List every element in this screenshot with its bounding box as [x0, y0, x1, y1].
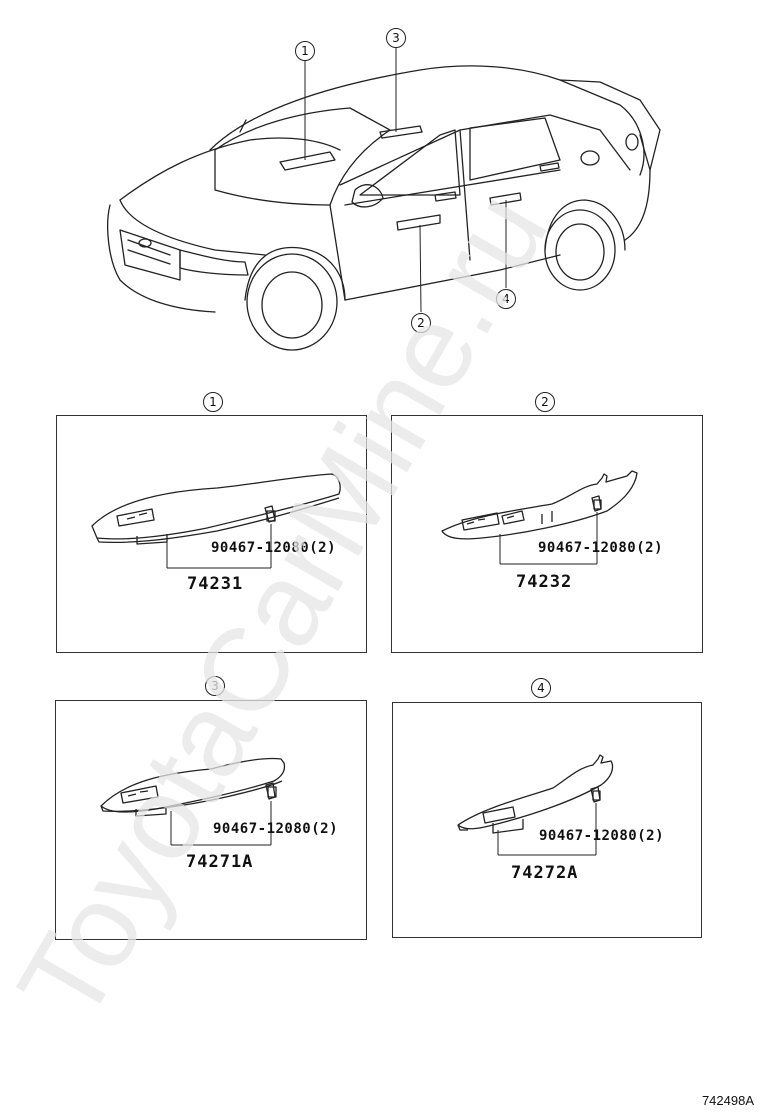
car-drawing — [107, 48, 661, 351]
switch-drawing-1 — [91, 473, 341, 569]
overview-callout-1: 1 — [295, 41, 315, 61]
panel-1: 90467-12080(2) 74231 — [56, 415, 367, 653]
panel-4-part-number: 74272A — [511, 863, 579, 883]
panel-3-part-number: 74271A — [186, 852, 254, 872]
panel-1-part-number: 74231 — [187, 574, 244, 594]
panel-4-callout: 4 — [531, 678, 551, 698]
car-overview: 1 3 2 4 — [0, 0, 760, 370]
panel-2-fastener-label: 90467-12080(2) — [538, 540, 664, 556]
panel-1-fastener-label: 90467-12080(2) — [211, 540, 337, 556]
panel-3-callout: 3 — [205, 676, 225, 696]
figure-code: 742498A — [701, 1093, 754, 1108]
panel-2-part-number: 74232 — [516, 572, 573, 592]
overview-callout-2: 2 — [411, 313, 431, 333]
panel-3: 90467-12080(2) 74271A — [55, 700, 367, 940]
panel-2-callout: 2 — [535, 392, 555, 412]
panel-3-fastener-label: 90467-12080(2) — [213, 821, 339, 837]
panel-1-callout: 1 — [203, 392, 223, 412]
switch-drawing-3 — [100, 757, 286, 846]
overview-callout-3: 3 — [386, 28, 406, 48]
switch-drawing-4 — [457, 754, 614, 856]
switch-drawing-2 — [441, 470, 638, 565]
panel-4: 90467-12080(2) 74272A — [392, 702, 702, 938]
overview-callout-4: 4 — [496, 289, 516, 309]
panel-4-fastener-label: 90467-12080(2) — [539, 828, 665, 844]
panel-2: 90467-12080(2) 74232 — [391, 415, 703, 653]
